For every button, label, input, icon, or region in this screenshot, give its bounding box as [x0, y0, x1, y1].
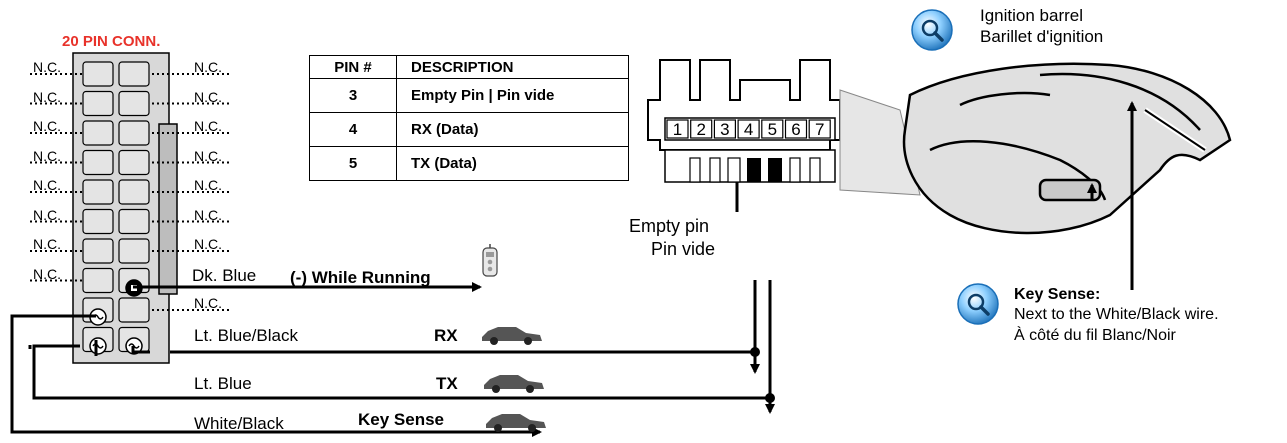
ignition-barrel	[902, 62, 1232, 235]
connector-cell	[118, 120, 150, 146]
table-row: 5 TX (Data)	[309, 146, 629, 181]
table-row: 4 RX (Data)	[309, 112, 629, 147]
description-header: DESCRIPTION	[396, 55, 629, 79]
white-black-label: White/Black	[194, 414, 284, 433]
pin-description: Empty Pin | Pin vide	[396, 78, 629, 113]
ignition-label: Ignition barrel	[980, 6, 1084, 25]
ignition-label-fr: Barillet d'ignition	[980, 27, 1104, 46]
key-sense-title: Key Sense:	[1014, 286, 1101, 303]
vehicle-pin-number: 4	[744, 120, 753, 139]
connector-cell	[118, 208, 150, 235]
vehicle-pin-number: 5	[768, 120, 777, 139]
wires	[28, 282, 482, 356]
connector-cell	[82, 179, 114, 205]
nc-leaders	[30, 73, 232, 311]
pin-header: PIN #	[309, 55, 397, 79]
nc-label: N.C.	[194, 295, 222, 311]
magnifier-icon	[911, 9, 953, 51]
nc-label: N.C.	[194, 88, 222, 105]
vehicle-pin-number: 3	[720, 120, 729, 139]
connector-cell	[118, 179, 150, 205]
pin-table: PIN # DESCRIPTION 3 Empty Pin | Pin vide…	[309, 55, 629, 181]
connector-cell	[82, 90, 114, 117]
lt-blue-label: Lt. Blue	[194, 374, 252, 393]
vehicle-pin-number: 6	[791, 120, 800, 139]
table-row: 3 Empty Pin | Pin vide	[309, 78, 629, 113]
connector-title: 20 PIN CONN.	[62, 33, 161, 50]
white-black-wire	[10, 314, 542, 437]
dk-blue-function: (-) While Running	[290, 268, 431, 287]
connector-cell	[82, 208, 114, 235]
connector-cell	[118, 90, 150, 117]
nc-label: N.C.	[194, 236, 222, 252]
rx-junction	[750, 347, 760, 357]
car-icon	[482, 327, 542, 345]
connector-cell	[82, 149, 114, 176]
nc-label: N.C.	[33, 59, 61, 75]
pin-number: 3	[309, 78, 397, 113]
connector-cell	[118, 61, 150, 87]
pin-number: 5	[309, 146, 397, 181]
nc-label: N.C.	[33, 118, 61, 134]
nc-label: N.C.	[33, 265, 61, 282]
connector-cell	[82, 61, 114, 87]
rx-function: RX	[434, 326, 458, 345]
pin-description: TX (Data)	[396, 146, 629, 181]
connector-cell	[82, 267, 114, 294]
nc-label: N.C.	[33, 206, 61, 223]
key-sense-note-en: Next to the White/Black wire.	[1014, 306, 1219, 323]
key-sense-note-fr: À côté du fil Blanc/Noir	[1014, 327, 1176, 344]
connector-cell	[82, 238, 114, 264]
nc-label: N.C.	[194, 147, 222, 164]
nc-label: N.C.	[194, 59, 222, 75]
remote-icon	[482, 244, 498, 277]
empty-pin-label-fr: Pin vide	[651, 239, 716, 259]
tx-junction	[765, 393, 775, 403]
connector-cell	[118, 149, 150, 176]
vehicle-pin-number: 2	[696, 120, 705, 139]
nc-label: N.C.	[194, 177, 222, 193]
nc-label: N.C.	[33, 147, 61, 164]
nc-label: N.C.	[33, 236, 61, 252]
vehicle-pin-number: 1	[673, 120, 682, 139]
pin-number: 4	[309, 112, 397, 147]
connector-cell	[82, 120, 114, 146]
lt-blue-wire	[32, 280, 772, 400]
connector-cell	[118, 238, 150, 264]
car-icon	[484, 375, 544, 393]
vehicle-pin-number: 7	[815, 120, 824, 139]
nc-label: N.C.	[33, 88, 61, 105]
nc-label: N.C.	[194, 206, 222, 223]
dk-blue-label: Dk. Blue	[192, 266, 257, 285]
nc-label: N.C.	[33, 177, 61, 193]
lt-blue-black-label: Lt. Blue/Black	[194, 326, 298, 345]
tx-function: TX	[436, 374, 458, 393]
twenty-pin-connector	[72, 52, 178, 364]
empty-pin-label: Empty pin	[629, 216, 710, 236]
nc-label: N.C.	[194, 118, 222, 134]
car-icon	[486, 414, 546, 432]
key-sense-function: Key Sense	[358, 410, 444, 429]
pin-description: RX (Data)	[396, 112, 629, 147]
magnifier-icon	[957, 283, 999, 325]
connector-cell	[118, 297, 150, 323]
